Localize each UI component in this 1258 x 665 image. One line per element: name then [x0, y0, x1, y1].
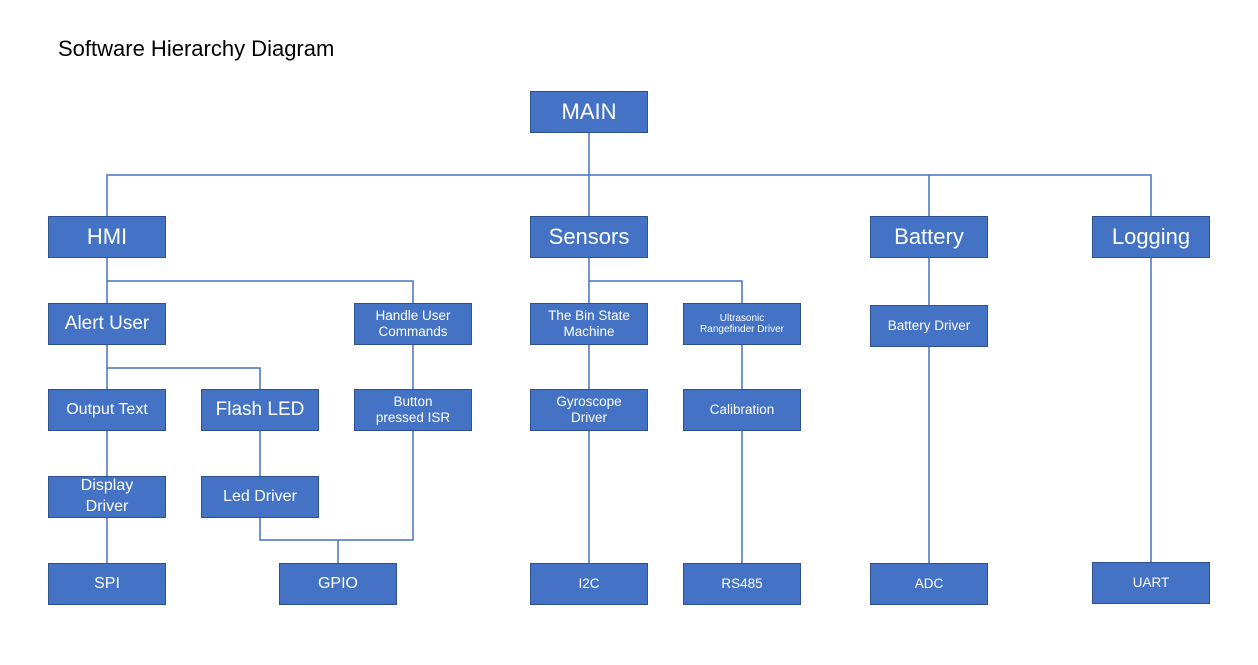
node-uart: UART [1092, 562, 1210, 604]
node-display-driver: Display Driver [48, 476, 166, 518]
node-led-driver: Led Driver [201, 476, 319, 518]
node-logging: Logging [1092, 216, 1210, 258]
node-output-text: Output Text [48, 389, 166, 431]
connector-sensors-ultra [589, 280, 743, 303]
node-main: MAIN [530, 91, 648, 133]
node-sensors: Sensors [530, 216, 648, 258]
node-calibration: Calibration [683, 389, 801, 431]
node-gyroscope-driver: Gyroscope Driver [530, 389, 648, 431]
node-battery-driver: Battery Driver [870, 305, 988, 347]
node-i2c: I2C [530, 563, 648, 605]
node-alert-user: Alert User [48, 303, 166, 345]
node-hmi: HMI [48, 216, 166, 258]
connector-top-bus [106, 174, 1152, 216]
page-title: Software Hierarchy Diagram [58, 36, 335, 61]
node-battery: Battery [870, 216, 988, 258]
node-button-isr: Button pressed ISR [354, 389, 472, 431]
node-gpio: GPIO [279, 563, 397, 605]
node-ultrasonic-driver: Ultrasonic Rangefinder Driver [683, 303, 801, 345]
node-adc: ADC [870, 563, 988, 605]
node-spi: SPI [48, 563, 166, 605]
connector-led-button-gpio [259, 431, 414, 541]
node-bin-state-machine: The Bin State Machine [530, 303, 648, 345]
node-handle-user-commands: Handle User Commands [354, 303, 472, 345]
connector-alert-flash [107, 367, 261, 389]
node-flash-led: Flash LED [201, 389, 319, 431]
connector-hmi-handle [107, 280, 414, 303]
node-rs485: RS485 [683, 563, 801, 605]
